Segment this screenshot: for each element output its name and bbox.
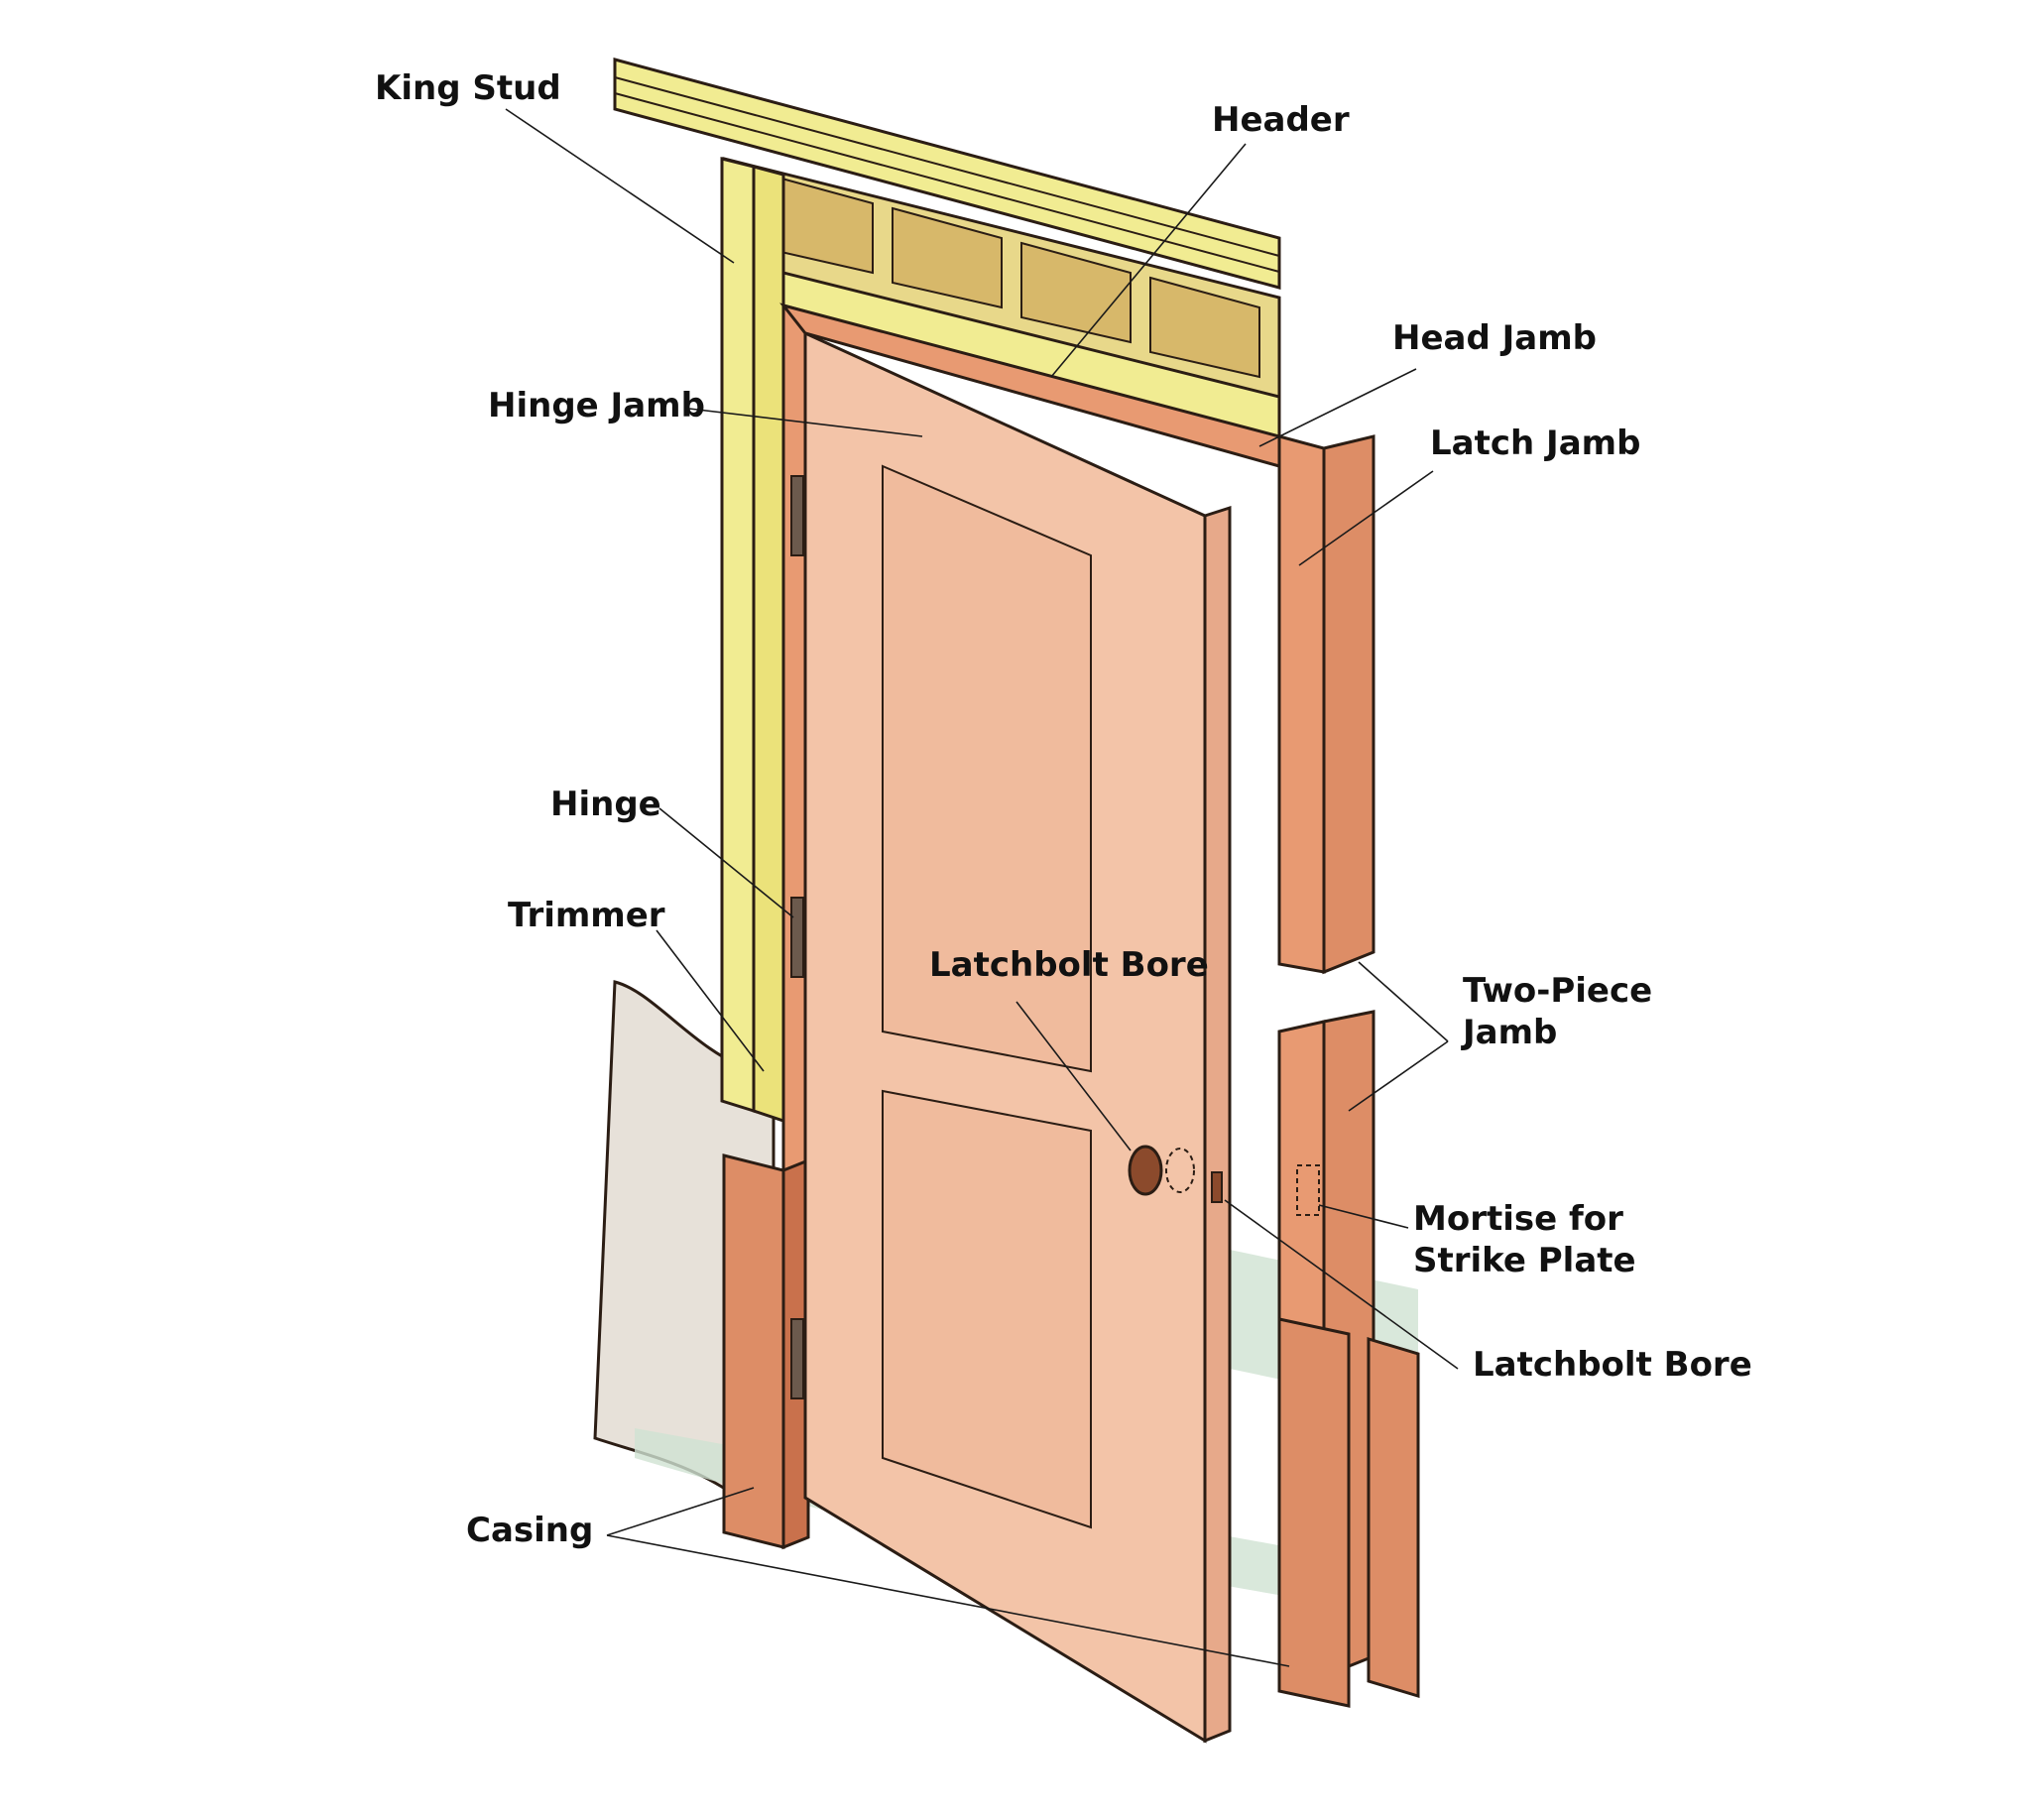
label-header: Header [1212,100,1350,140]
label-trimmer: Trimmer [508,896,665,935]
label-hinge-jamb: Hinge Jamb [488,386,705,425]
label-latchbolt-bore-jamb: Latchbolt Bore [1473,1345,1752,1385]
label-head-jamb: Head Jamb [1392,318,1597,358]
label-two-piece-line2: Jamb [1463,1013,1558,1052]
header-block-3 [1020,241,1132,344]
door-panel-upper [882,464,1092,1073]
casing-right-back [1367,1336,1420,1699]
latch-jamb-upper [1277,434,1326,974]
trimmer [752,165,785,1124]
door-edge [1203,505,1232,1744]
hinge-icon-top [790,475,804,556]
latchbolt-bore-hole [1128,1145,1163,1196]
hinge-icon-middle [790,897,804,978]
header-block-2 [892,206,1003,309]
label-casing: Casing [466,1511,594,1550]
hinge-jamb [781,303,807,1302]
king-stud [720,157,756,1114]
label-king-stud: King Stud [375,68,561,108]
door-panel-lower [882,1089,1092,1529]
label-latch-jamb: Latch Jamb [1430,424,1641,463]
label-two-piece-line1: Two-Piece [1463,971,1653,1011]
leader-lines [505,108,1459,1667]
hinge-icon-bottom [790,1318,804,1399]
top-plate [613,58,1281,290]
label-latchbolt-bore-door: Latchbolt Bore [929,945,1209,985]
header-block-4 [1149,276,1260,379]
latch-edge-bore [1211,1171,1223,1203]
label-mortise-line2: Strike Plate [1413,1241,1636,1280]
casing-right [1277,1317,1351,1708]
label-mortise-line1: Mortise for [1413,1199,1623,1239]
label-hinge: Hinge [550,785,661,824]
latch-jamb-upper-face [1322,434,1375,975]
strike-mortise [1296,1164,1320,1216]
